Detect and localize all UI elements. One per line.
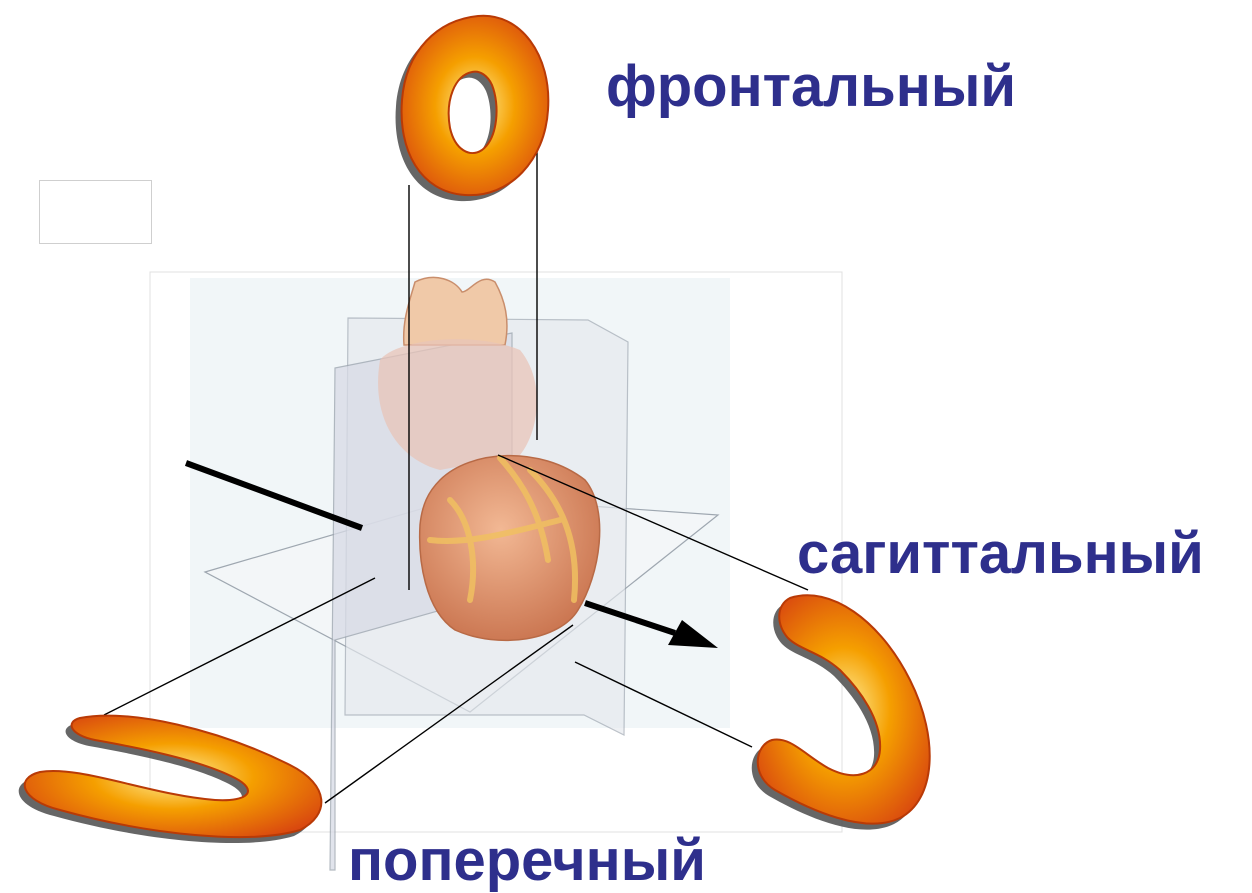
heart-vessels bbox=[404, 277, 507, 345]
frontal-slice-icon bbox=[396, 16, 549, 201]
frontal-plane-label: фронтальный bbox=[606, 58, 1016, 116]
sagittal-plane-label: сагиттальный bbox=[797, 525, 1204, 583]
transverse-plane-label: поперечный bbox=[348, 832, 706, 890]
